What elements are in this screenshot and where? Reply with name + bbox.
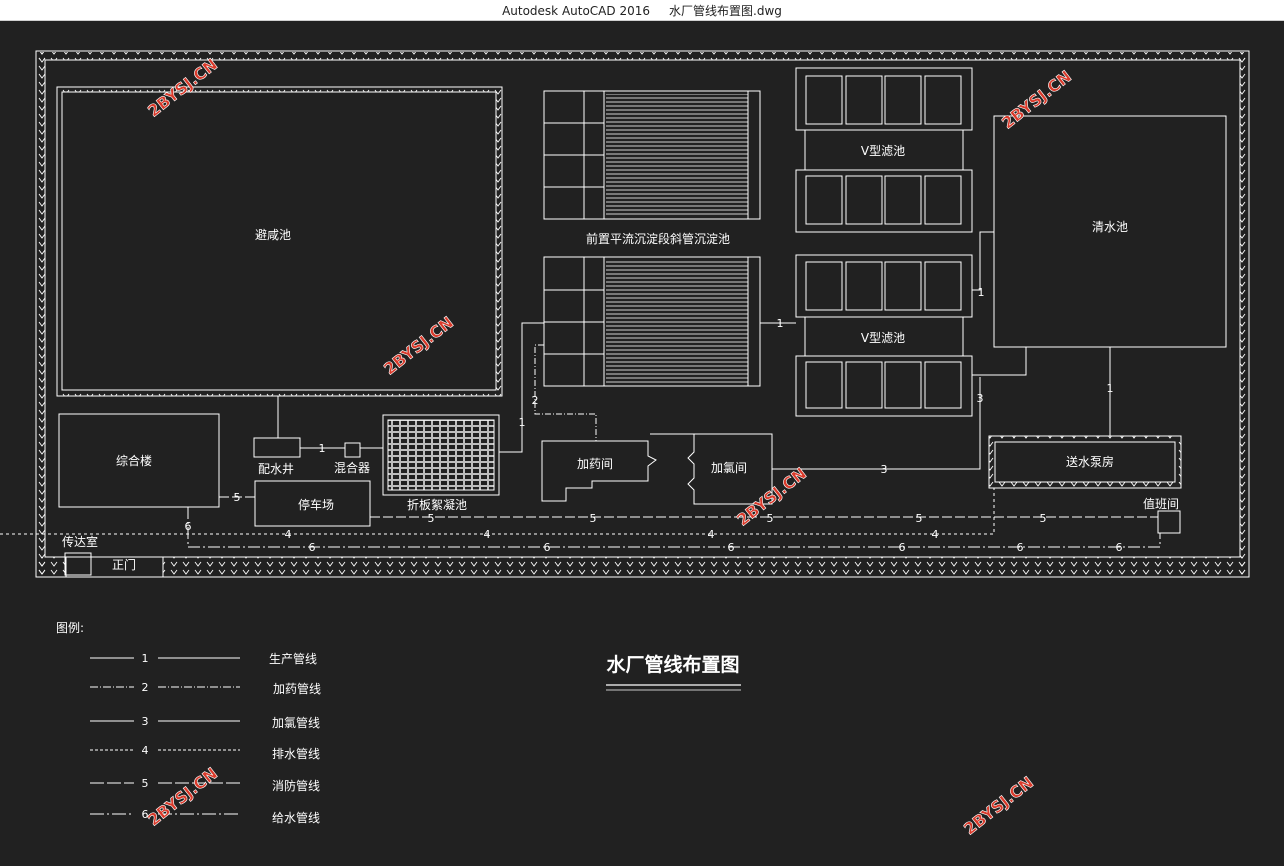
v-filter-lower-label: V型滤池 xyxy=(861,331,905,345)
pipe-mark-5: 5 xyxy=(428,512,435,525)
pipe-mark-5: 5 xyxy=(234,491,241,504)
gatehouse-label: 传达室 xyxy=(62,534,98,549)
legend-num-3: 3 xyxy=(142,715,149,728)
drainage-pipeline[interactable] xyxy=(0,488,995,535)
office-building[interactable] xyxy=(58,413,220,508)
v-filter-upper[interactable] xyxy=(795,67,973,233)
pipe-mark-3: 3 xyxy=(977,392,984,405)
pipe-mark-1: 1 xyxy=(978,286,985,299)
pipe-mark-1: 1 xyxy=(319,442,326,455)
legend-num-6: 6 xyxy=(142,808,149,821)
pump-house[interactable] xyxy=(988,435,1182,489)
sedimentation-tank-label: 前置平流沉淀段斜管沉淀池 xyxy=(586,231,730,246)
pipe-mark-5: 5 xyxy=(916,512,923,525)
pipe-mark-1: 1 xyxy=(519,416,526,429)
mixer[interactable] xyxy=(344,442,361,458)
parking-lot[interactable] xyxy=(254,480,371,527)
pipe-mark-1: 1 xyxy=(1107,382,1114,395)
legend: 图例: 1 2 3 4 5 6 生产管线 加药管线 加氯管线 排水管线 消防管线… xyxy=(56,621,321,825)
legend-label-3: 加氯管线 xyxy=(272,715,320,730)
legend-title: 图例: xyxy=(56,621,84,635)
chlorine-pipeline[interactable] xyxy=(772,377,981,470)
legend-label-2: 加药管线 xyxy=(273,681,321,696)
cad-drawing-canvas[interactable]: 1 1 1 1 1 2 3 3 4 4 4 4 5 5 5 5 5 5 6 6 … xyxy=(0,21,1284,866)
pipe-mark-5: 5 xyxy=(590,512,597,525)
duty-room-label: 值班间 xyxy=(1143,496,1179,511)
production-pipeline[interactable] xyxy=(277,231,1111,453)
clear-water-pool-label: 清水池 xyxy=(1092,220,1128,234)
pipe-mark-4: 4 xyxy=(708,528,715,541)
legend-num-5: 5 xyxy=(142,777,149,790)
watermark: 2BYSJ.CN xyxy=(144,764,221,830)
pipe-mark-6: 6 xyxy=(185,520,192,533)
pipe-mark-6: 6 xyxy=(899,541,906,554)
surge-pool-label: 避咸池 xyxy=(255,228,291,242)
watermark: 2BYSJ.CN xyxy=(998,67,1075,133)
sedimentation-tank-upper[interactable] xyxy=(543,90,761,220)
v-filter-upper-label: V型滤池 xyxy=(861,144,905,158)
v-filter-lower[interactable] xyxy=(795,254,973,417)
pipe-number-marks: 1 1 1 1 1 2 3 3 4 4 4 4 5 5 5 5 5 5 6 6 … xyxy=(185,286,1123,554)
water-supply-pipeline[interactable] xyxy=(187,507,1161,548)
flocculation-tank[interactable] xyxy=(382,414,500,496)
pipe-mark-6: 6 xyxy=(1017,541,1024,554)
pipe-mark-2: 2 xyxy=(532,394,539,407)
dosing-room-label: 加药间 xyxy=(577,457,613,471)
pipe-mark-4: 4 xyxy=(285,528,292,541)
chlorine-room-label: 加氯间 xyxy=(711,461,747,475)
pipe-mark-1: 1 xyxy=(777,317,784,330)
pump-house-label: 送水泵房 xyxy=(1066,454,1114,469)
title-bar: Autodesk AutoCAD 2016 水厂管线布置图.dwg xyxy=(0,0,1284,21)
distribution-well-label: 配水井 xyxy=(258,462,294,476)
surge-pool[interactable] xyxy=(56,86,503,397)
pipe-mark-6: 6 xyxy=(544,541,551,554)
pipe-mark-6: 6 xyxy=(728,541,735,554)
main-gate-label: 正门 xyxy=(112,557,136,572)
chlorine-room[interactable] xyxy=(650,433,773,505)
pipe-mark-5: 5 xyxy=(1040,512,1047,525)
legend-num-1: 1 xyxy=(142,652,149,665)
window-title: Autodesk AutoCAD 2016 水厂管线布置图.dwg xyxy=(502,4,782,18)
legend-label-1: 生产管线 xyxy=(269,651,317,666)
legend-label-5: 消防管线 xyxy=(272,778,320,793)
sedimentation-tank-lower[interactable] xyxy=(543,256,761,387)
site-boundary-fence xyxy=(35,50,1250,578)
flocculation-tank-label: 折板絮凝池 xyxy=(407,497,467,512)
pipe-mark-5: 5 xyxy=(767,512,774,525)
distribution-well[interactable] xyxy=(253,437,301,458)
pipe-mark-4: 4 xyxy=(932,528,939,541)
parking-lot-label: 停车场 xyxy=(298,497,334,512)
gatehouse[interactable] xyxy=(64,552,92,576)
legend-label-4: 排水管线 xyxy=(272,746,320,761)
pipe-mark-3: 3 xyxy=(881,463,888,476)
duty-room[interactable] xyxy=(1157,510,1181,534)
pipe-mark-6: 6 xyxy=(1116,541,1123,554)
legend-num-2: 2 xyxy=(142,681,149,694)
legend-label-6: 给水管线 xyxy=(272,810,320,825)
watermark: 2BYSJ.CN xyxy=(960,773,1037,839)
dosing-pipeline[interactable] xyxy=(534,344,597,441)
legend-num-4: 4 xyxy=(142,744,149,757)
pipe-mark-6: 6 xyxy=(309,541,316,554)
drawing-title: 水厂管线布置图 xyxy=(606,653,739,676)
mixer-label: 混合器 xyxy=(334,460,370,475)
pipe-mark-4: 4 xyxy=(484,528,491,541)
dosing-room[interactable] xyxy=(541,440,657,502)
drawing-title-block: 水厂管线布置图 xyxy=(606,653,741,691)
fire-pipeline[interactable] xyxy=(219,496,1158,518)
office-building-label: 综合楼 xyxy=(116,453,152,468)
